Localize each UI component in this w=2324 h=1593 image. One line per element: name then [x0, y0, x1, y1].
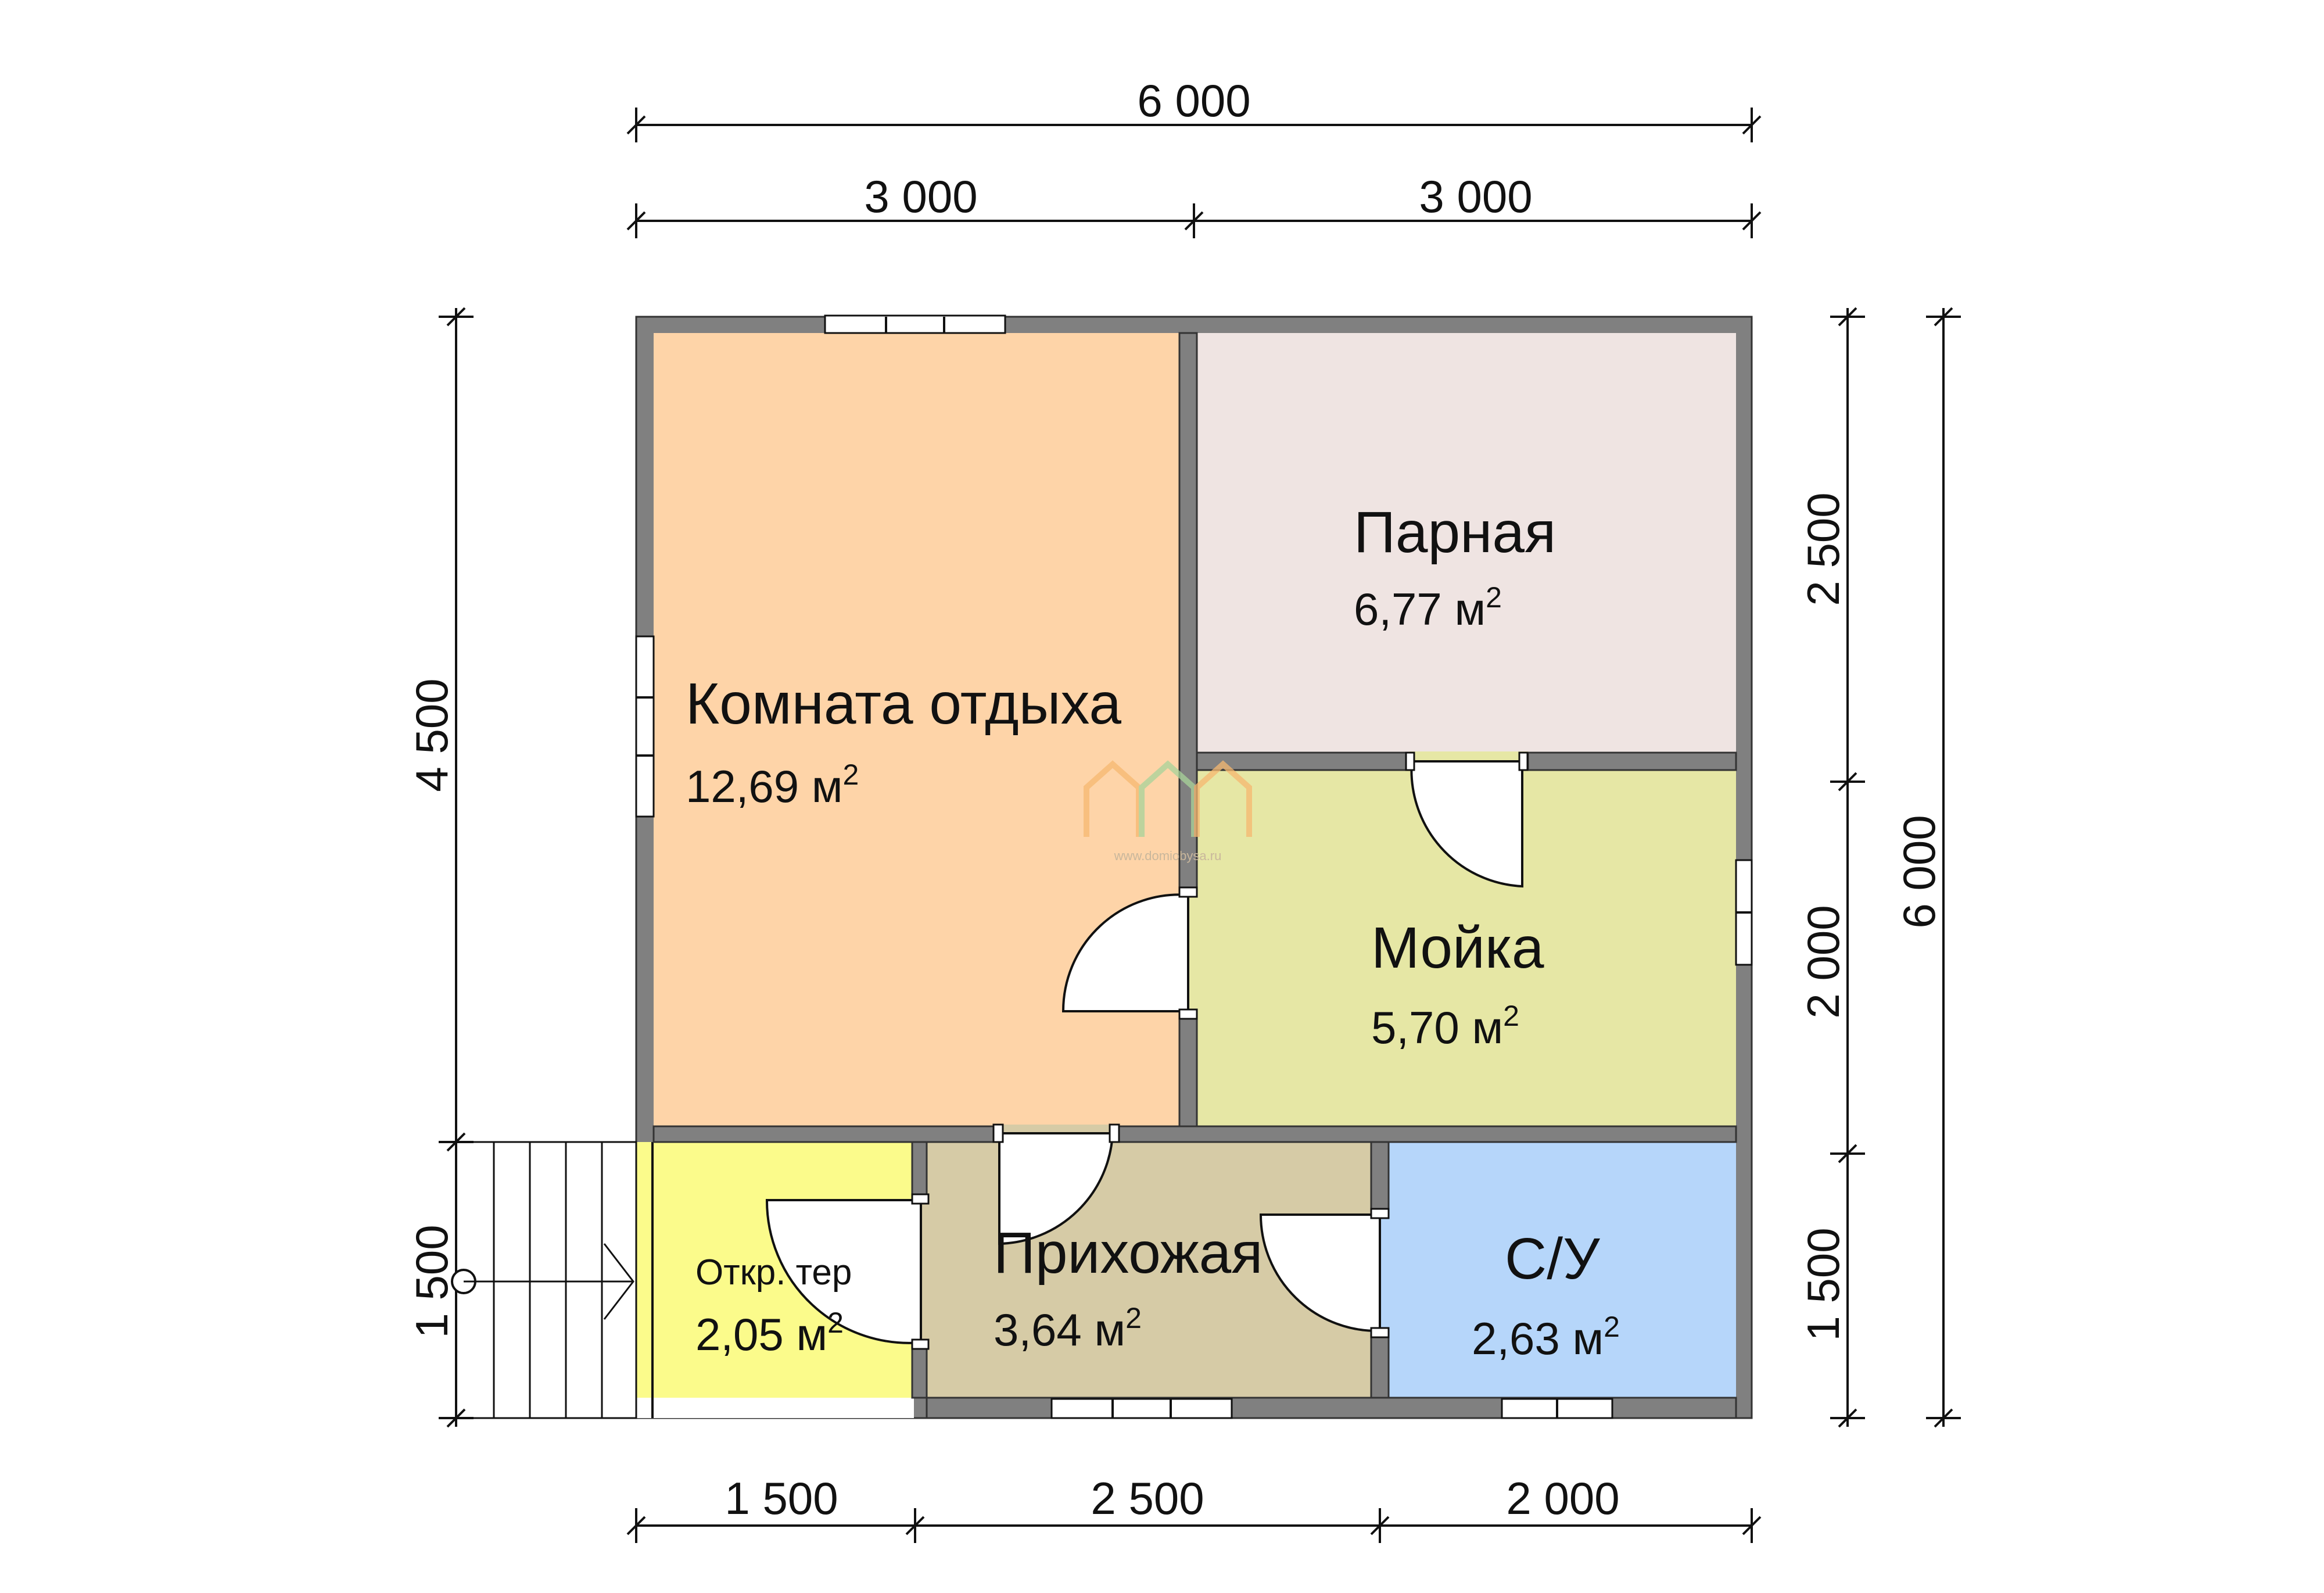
room-bathroom-fill [1389, 1142, 1736, 1398]
room-rest-area: 12,69 м2 [686, 758, 859, 812]
dim-top-right: 3 000 [1419, 171, 1532, 222]
dim-bottom-right: 2 000 [1506, 1473, 1619, 1524]
dim-top-total: 6 000 [1137, 75, 1250, 126]
partition-wall [1114, 1125, 1737, 1143]
doors [765, 751, 1529, 1350]
dim-bottom-middle: 2 500 [1091, 1473, 1204, 1524]
door-entrance [765, 1199, 922, 1344]
dim-left-upper: 4 500 [406, 678, 457, 792]
door-hall-rest [998, 1132, 1114, 1245]
door-steam-wash [1410, 760, 1523, 888]
dim-right-lower: 1 500 [1798, 1227, 1849, 1341]
partition-wall [911, 1347, 928, 1399]
room-bathroom-name: С/У [1505, 1226, 1601, 1291]
partition-wall [926, 1397, 1737, 1419]
room-steam-area: 6,77 м2 [1354, 581, 1502, 635]
dim-left-lower: 1 500 [406, 1225, 457, 1338]
windows [635, 314, 1753, 1419]
partition-wall [652, 1125, 1000, 1143]
room-steam-name: Парная [1354, 500, 1556, 565]
partition-wall [1196, 751, 1410, 771]
house-logo-icon [1084, 760, 1252, 837]
window-left [635, 635, 655, 818]
partition-wall [1370, 1141, 1390, 1216]
window-top [824, 314, 1006, 334]
watermark-url: www.domiobysa.ru [1114, 849, 1222, 863]
room-terrace-area: 2,05 м2 [695, 1306, 844, 1360]
terrace-open-edge [636, 1398, 914, 1418]
door-rest-wash [1061, 893, 1189, 1012]
door-hall-bath [1259, 1213, 1381, 1333]
room-hall-name: Прихожая [994, 1220, 1263, 1286]
room-wash-area: 5,70 м2 [1371, 1000, 1519, 1053]
room-rest-name: Комната отдыха [686, 671, 1121, 736]
partition-wall [1370, 1336, 1390, 1399]
room-hall-area: 3,64 м2 [994, 1302, 1142, 1355]
room-wash-name: Мойка [1371, 915, 1544, 980]
room-terrace-name: Откр. тер [695, 1252, 852, 1293]
partition-wall [1178, 1010, 1198, 1127]
dim-right-total: 6 000 [1893, 815, 1945, 928]
room-bathroom-area: 2,63 м2 [1472, 1311, 1620, 1364]
dim-right-middle: 2 000 [1798, 905, 1849, 1018]
dim-bottom-left: 1 500 [725, 1473, 838, 1524]
partition-wall [1527, 751, 1737, 771]
window-bottom-hall [1050, 1398, 1233, 1419]
entrance-stairs [455, 1141, 637, 1419]
entrance-arrow-icon [451, 1243, 634, 1320]
dim-right-upper: 2 500 [1798, 492, 1849, 606]
room-steam-fill [1197, 333, 1736, 753]
dim-top-left: 3 000 [864, 171, 977, 222]
